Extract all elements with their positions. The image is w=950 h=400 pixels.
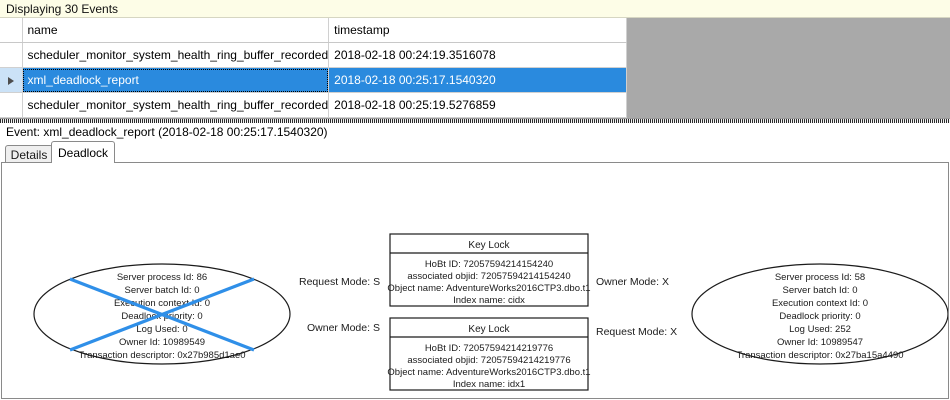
resource-node-key-lock-top[interactable]: Key Lock HoBt ID: 72057594214154240 asso… (387, 233, 591, 307)
key-lock-top-line-4: Index name: cidx (453, 295, 525, 306)
cell-name[interactable]: scheduler_monitor_system_health_ring_buf… (22, 42, 330, 68)
process-left-line-1: Server process Id: 86 (117, 272, 207, 283)
process-right-line-1: Server process Id: 58 (775, 272, 865, 283)
key-lock-top-line-2: associated objid: 72057594214154240 (407, 271, 570, 282)
key-lock-bottom-line-3: Object name: AdventureWorks2016CTP3.dbo.… (387, 367, 590, 378)
column-header-name[interactable]: name (22, 18, 330, 43)
event-header-label: Event: xml_deadlock_report (2018-02-18 0… (6, 124, 328, 139)
cell-timestamp[interactable]: 2018-02-18 00:25:19.5276859 (328, 92, 628, 118)
edge-right-request-label: Request Mode: X (596, 326, 677, 338)
row-selector-cell[interactable] (0, 67, 23, 93)
cell-timestamp[interactable]: 2018-02-18 00:24:19.3516078 (328, 42, 628, 68)
key-lock-top-box[interactable] (389, 233, 589, 307)
horizontal-splitter[interactable] (0, 118, 950, 123)
events-table: name timestamp scheduler_monitor_system_… (0, 18, 628, 118)
deadlock-graph-panel[interactable]: Request Mode: S Owner Mode: S Owner Mode… (1, 162, 949, 399)
edge-right-owner-label-bg (594, 275, 678, 288)
deadlock-graph: Request Mode: S Owner Mode: S Owner Mode… (33, 233, 948, 391)
process-left-line-2: Server batch Id: 0 (125, 285, 200, 296)
row-selector-cell[interactable] (0, 92, 23, 118)
cell-name[interactable]: scheduler_monitor_system_health_ring_buf… (22, 92, 330, 118)
process-node-right[interactable]: Server process Id: 58 Server batch Id: 0… (691, 263, 948, 365)
key-lock-bottom-box[interactable] (389, 317, 589, 391)
edge-left-request-label-bg (297, 275, 389, 288)
key-lock-top-title: Key Lock (468, 240, 510, 251)
edge-right-request: Request Mode: X (594, 325, 686, 338)
table-row[interactable]: scheduler_monitor_system_health_ring_buf… (0, 92, 628, 118)
process-right-line-7: Transaction descriptor: 0x27ba15a4490 (736, 350, 903, 361)
process-right-line-6: Owner Id: 10989547 (777, 337, 863, 348)
process-right-line-5: Log Used: 252 (789, 324, 851, 335)
table-row-selected[interactable]: xml_deadlock_report 2018-02-18 00:25:17.… (0, 67, 628, 93)
tab-details[interactable]: Details (5, 145, 53, 163)
row-selector-arrow-icon (7, 76, 14, 85)
tab-details-label: Details (10, 147, 48, 162)
process-right-line-4: Deadlock priority: 0 (779, 311, 860, 322)
event-header: Event: xml_deadlock_report (2018-02-18 0… (0, 123, 950, 140)
edge-right-owner: Owner Mode: X (594, 275, 678, 288)
edge-right-owner-label: Owner Mode: X (596, 276, 669, 288)
edge-left-request: Request Mode: S (297, 275, 389, 288)
row-selector-header (0, 18, 23, 43)
column-header-timestamp[interactable]: timestamp (328, 18, 628, 43)
row-selector-cell[interactable] (0, 42, 23, 68)
key-lock-top-line-3: Object name: AdventureWorks2016CTP3.dbo.… (387, 283, 590, 294)
process-left-line-7: Transaction descriptor: 0x27b985d1ae0 (78, 350, 245, 361)
key-lock-top-line-1: HoBt ID: 72057594214154240 (425, 259, 553, 270)
key-lock-bottom-line-2: associated objid: 72057594214219776 (407, 355, 570, 366)
process-right-line-3: Execution context Id: 0 (772, 298, 868, 309)
edge-right-request-label-bg (594, 325, 686, 338)
events-status-bar: Displaying 30 Events (0, 0, 950, 18)
process-left-line-4: Deadlock priority: 0 (121, 311, 202, 322)
process-left-line-3: Execution context Id: 0 (114, 298, 210, 309)
detail-tabstrip: Details Deadlock (0, 141, 950, 163)
process-right-line-2: Server batch Id: 0 (783, 285, 858, 296)
tab-deadlock[interactable]: Deadlock (51, 141, 115, 163)
edge-left-owner-label-bg (305, 321, 391, 334)
edge-left-owner-label: Owner Mode: S (307, 322, 380, 334)
table-header-row: name timestamp (0, 18, 628, 43)
key-lock-bottom-title: Key Lock (468, 324, 510, 335)
process-node-left[interactable]: Server process Id: 86 Server batch Id: 0… (33, 263, 291, 365)
resource-node-key-lock-bottom[interactable]: Key Lock HoBt ID: 72057594214219776 asso… (387, 317, 591, 391)
tab-deadlock-label: Deadlock (57, 145, 109, 160)
cell-timestamp[interactable]: 2018-02-18 00:25:17.1540320 (328, 67, 628, 93)
process-left-line-6: Owner Id: 10989549 (119, 337, 205, 348)
deadlock-victim-cross-icon (69, 277, 255, 352)
key-lock-bottom-line-1: HoBt ID: 72057594214219776 (425, 343, 553, 354)
edge-left-owner: Owner Mode: S (305, 321, 391, 334)
table-row[interactable]: scheduler_monitor_system_health_ring_buf… (0, 42, 628, 68)
events-grid[interactable]: name timestamp scheduler_monitor_system_… (0, 18, 950, 118)
edge-left-request-label: Request Mode: S (299, 276, 380, 288)
process-right-ellipse[interactable] (691, 263, 948, 365)
process-left-line-5: Log Used: 0 (136, 324, 187, 335)
cell-name[interactable]: xml_deadlock_report (22, 67, 330, 93)
key-lock-bottom-line-4: Index name: idx1 (453, 379, 525, 390)
events-count-label: Displaying 30 Events (6, 1, 119, 16)
